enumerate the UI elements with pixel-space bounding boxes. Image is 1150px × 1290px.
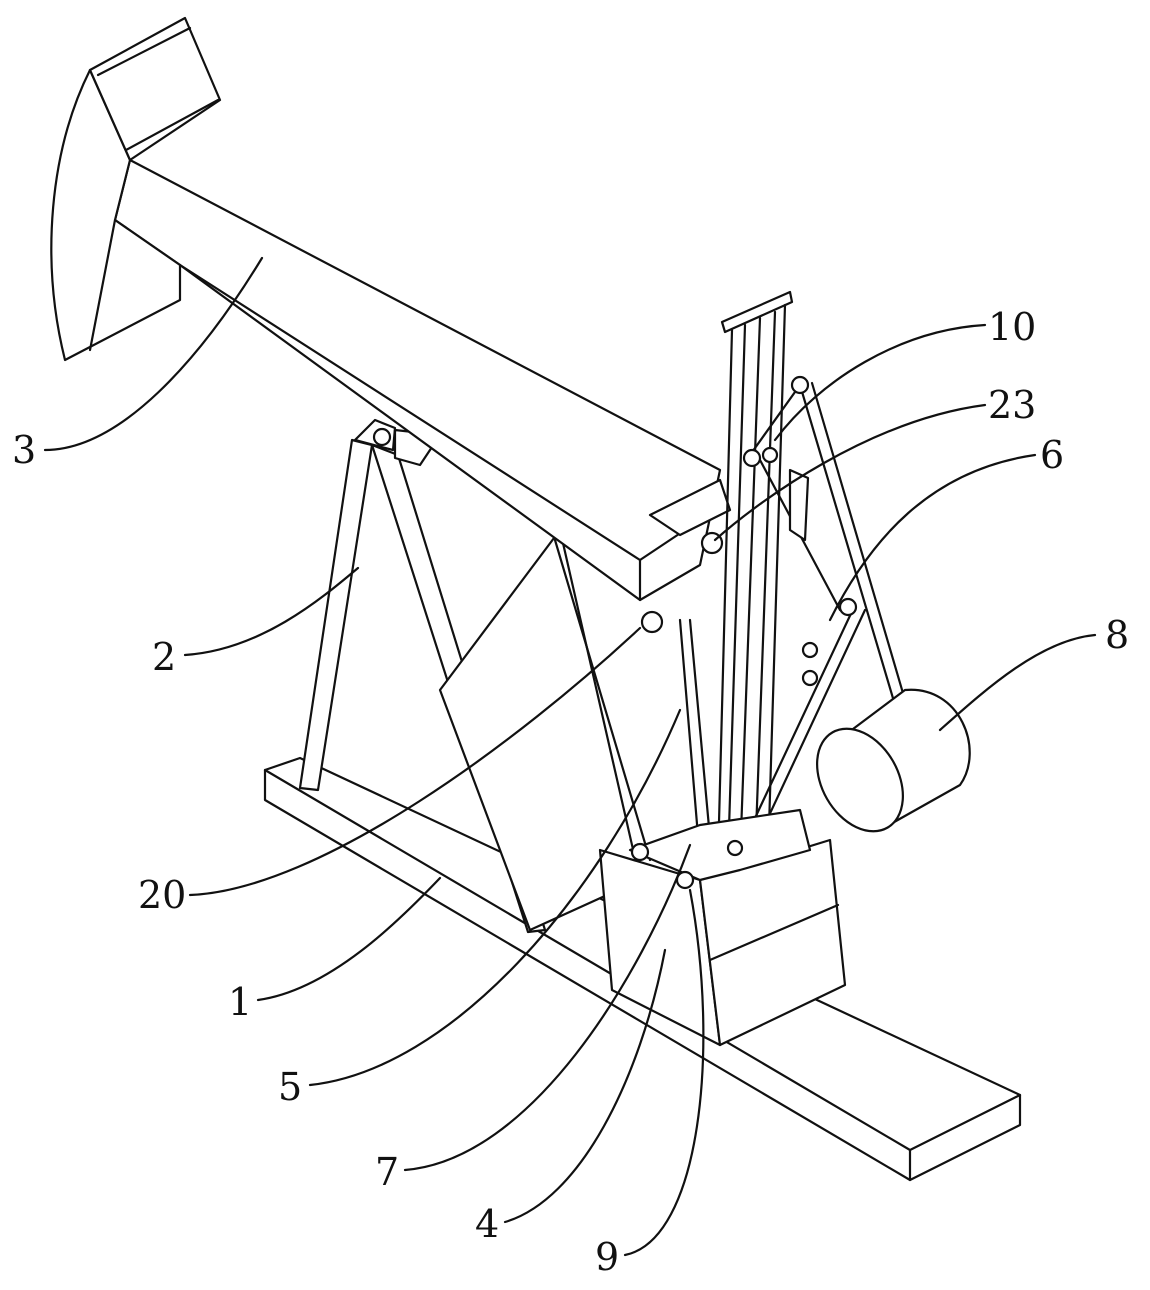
label-20: 20 bbox=[138, 873, 186, 917]
label-6: 6 bbox=[1040, 433, 1064, 477]
label-9: 9 bbox=[595, 1235, 619, 1279]
label-3: 3 bbox=[12, 428, 36, 472]
bearing-20 bbox=[642, 612, 662, 632]
label-1: 1 bbox=[228, 980, 252, 1024]
label-2: 2 bbox=[152, 635, 176, 679]
label-4: 4 bbox=[475, 1202, 499, 1246]
label-8: 8 bbox=[1105, 613, 1129, 657]
label-7: 7 bbox=[375, 1150, 399, 1194]
counterweight bbox=[800, 690, 970, 847]
label-10: 10 bbox=[988, 305, 1036, 349]
label-5: 5 bbox=[278, 1065, 302, 1109]
label-23: 23 bbox=[988, 383, 1036, 427]
